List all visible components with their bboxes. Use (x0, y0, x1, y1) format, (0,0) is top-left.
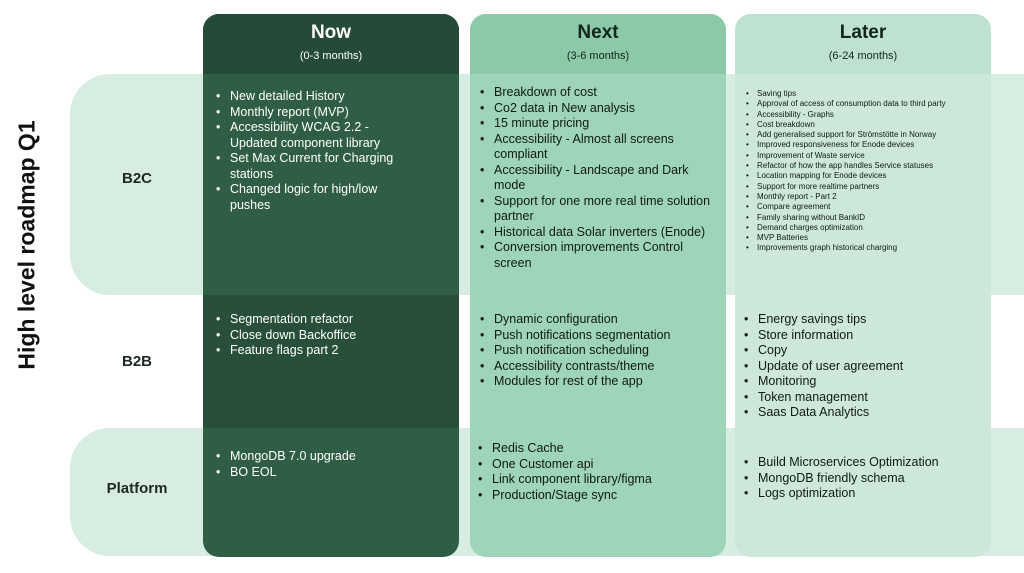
column-subtitle-next: (3-6 months) (566, 50, 630, 62)
roadmap-item: Feature flags part 2 (214, 343, 414, 359)
cell-platform-now: MongoDB 7.0 upgradeBO EOL (214, 449, 414, 480)
cell-platform-next: Redis CacheOne Customer apiLink componen… (476, 441, 716, 503)
roadmap-item: Refactor of how the app handles Service … (744, 161, 984, 172)
roadmap-item: Production/Stage sync (476, 488, 716, 504)
roadmap-item: Redis Cache (476, 441, 716, 457)
roadmap-item: Update of user agreement (742, 359, 987, 375)
roadmap-item: Close down Backoffice (214, 328, 414, 344)
roadmap-item: Improvements graph historical charging (744, 243, 984, 254)
roadmap-item: Push notification scheduling (478, 343, 718, 359)
column-header-later: Later (6-24 months) (735, 14, 991, 74)
column-subtitle-later: (6-24 months) (828, 50, 898, 62)
roadmap-item: New detailed History (214, 89, 414, 105)
cell-b2c-later: Saving tipsApproval of access of consump… (744, 89, 984, 254)
roadmap-item: Cost breakdown (744, 120, 984, 131)
roadmap-item: Store information (742, 328, 987, 344)
column-header-now: Now (0-3 months) (203, 14, 459, 74)
roadmap-item: Dynamic configuration (478, 312, 718, 328)
roadmap-item: Link component library/figma (476, 472, 716, 488)
roadmap-item: Set Max Current for Charging stations (214, 151, 414, 182)
roadmap-item: Historical data Solar inverters (Enode) (478, 225, 718, 241)
roadmap-item: 15 minute pricing (478, 116, 718, 132)
roadmap-item: Changed logic for high/low pushes (214, 182, 414, 213)
roadmap-item: Copy (742, 343, 987, 359)
roadmap-item: MongoDB 7.0 upgrade (214, 449, 414, 465)
roadmap-item: Accessibility - Almost all screens compl… (478, 132, 718, 163)
roadmap-item: Monthly report - Part 2 (744, 192, 984, 203)
roadmap-item: Monitoring (742, 374, 987, 390)
cell-b2b-now: Segmentation refactorClose down Backoffi… (214, 312, 414, 359)
roadmap-item: Modules for rest of the app (478, 374, 718, 390)
roadmap-item: Breakdown of cost (478, 85, 718, 101)
roadmap-item: Saas Data Analytics (742, 405, 987, 421)
roadmap-item: Token management (742, 390, 987, 406)
column-title-next: Next (577, 22, 619, 43)
roadmap-item: Improved responsiveness for Enode device… (744, 140, 984, 151)
roadmap-item: Demand charges optimization (744, 223, 984, 234)
roadmap-item: Family sharing without BankID (744, 213, 984, 224)
roadmap-item: Accessibility WCAG 2.2 - Updated compone… (214, 120, 414, 151)
roadmap-item: Approval of access of consumption data t… (744, 99, 984, 110)
roadmap-item: Logs optimization (742, 486, 987, 502)
roadmap-item: Push notifications segmentation (478, 328, 718, 344)
roadmap-item: Accessibility - Graphs (744, 110, 984, 121)
cell-b2c-next: Breakdown of costCo2 data in New analysi… (478, 85, 718, 271)
roadmap-item: Monthly report (MVP) (214, 105, 414, 121)
cell-b2b-later: Energy savings tipsStore informationCopy… (742, 312, 987, 421)
cell-b2b-next: Dynamic configurationPush notifications … (478, 312, 718, 390)
roadmap-item: Compare agreement (744, 202, 984, 213)
roadmap-item: Add generalised support for Strömstötte … (744, 130, 984, 141)
roadmap-item: MongoDB friendly schema (742, 471, 987, 487)
roadmap-item: Co2 data in New analysis (478, 101, 718, 117)
roadmap-item: MVP Batteries (744, 233, 984, 244)
roadmap-item: Accessibility contrasts/theme (478, 359, 718, 375)
row-label-platform: Platform (106, 480, 168, 497)
roadmap-item: Accessibility - Landscape and Dark mode (478, 163, 718, 194)
roadmap-item: Support for more realtime partners (744, 182, 984, 193)
column-subtitle-now: (0-3 months) (299, 50, 363, 62)
roadmap-item: Location mapping for Enode devices (744, 171, 984, 182)
roadmap-title: High level roadmap Q1 (13, 120, 40, 370)
roadmap-item: Saving tips (744, 89, 984, 100)
roadmap-item: Support for one more real time solution … (478, 194, 718, 225)
roadmap-item: Improvement of Waste service (744, 151, 984, 162)
roadmap-item: Build Microservices Optimization (742, 455, 987, 471)
cell-platform-later: Build Microservices OptimizationMongoDB … (742, 455, 987, 502)
column-title-now: Now (310, 22, 352, 43)
roadmap-item: BO EOL (214, 465, 414, 481)
roadmap-item: Conversion improvements Control screen (478, 240, 718, 271)
column-header-next: Next (3-6 months) (470, 14, 726, 74)
row-label-b2c: B2C (121, 170, 152, 187)
row-label-b2b: B2B (121, 353, 152, 370)
roadmap-item: One Customer api (476, 457, 716, 473)
roadmap-item: Energy savings tips (742, 312, 987, 328)
cell-b2c-now: New detailed HistoryMonthly report (MVP)… (214, 89, 414, 213)
column-title-later: Later (839, 22, 887, 43)
roadmap-item: Segmentation refactor (214, 312, 414, 328)
